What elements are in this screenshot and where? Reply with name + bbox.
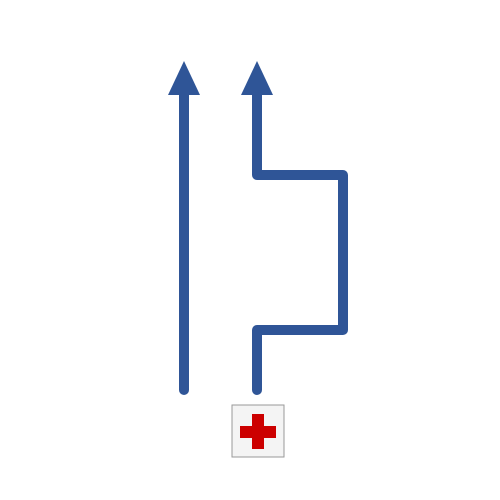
red-cross-icon (240, 414, 276, 449)
red-cross-horizontal (240, 426, 276, 438)
right-lane-arrowhead (241, 61, 273, 95)
right-lane-detour-path (252, 87, 348, 395)
first-aid-sign (231, 404, 285, 458)
right-lane-arrow (241, 61, 348, 395)
left-lane-arrow (168, 61, 200, 395)
left-lane-arrowhead (168, 61, 200, 95)
